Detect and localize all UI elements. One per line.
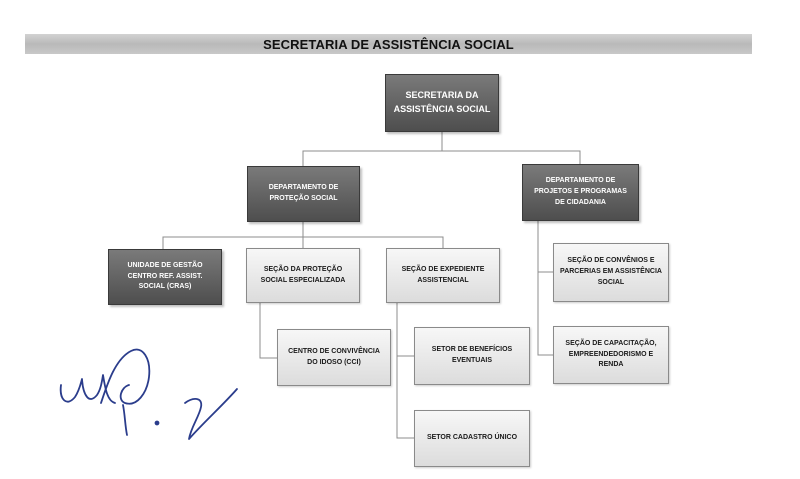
org-node-label: SEÇÃO DA PROTEÇÃO SOCIAL ESPECIALIZADA bbox=[260, 265, 346, 284]
page-title: SECRETARIA DE ASSISTÊNCIA SOCIAL bbox=[263, 36, 514, 52]
org-node-dept-projetos: DEPARTAMENTO DE PROJETOS E PROGRAMAS DE … bbox=[522, 164, 639, 221]
org-node-label: SETOR DE BENEFÍCIOS EVENTUAIS bbox=[431, 346, 513, 364]
org-node-label: SETOR CADASTRO ÚNICO bbox=[426, 434, 518, 442]
org-node-capacitacao-renda: SEÇÃO DE CAPACITAÇÃO, EMPREENDEDORISMO E… bbox=[553, 326, 669, 384]
org-node-label: DEPARTAMENTO DE PROJETOS E PROGRAMAS DE … bbox=[534, 177, 627, 206]
org-node-label: SEÇÃO DE CAPACITAÇÃO, EMPREENDEDORISMO E… bbox=[565, 339, 657, 369]
org-node-beneficios-eventuais: SETOR DE BENEFÍCIOS EVENTUAIS bbox=[414, 327, 530, 385]
org-node-cras: UNIDADE DE GESTÃO CENTRO REF. ASSIST. SO… bbox=[108, 249, 222, 305]
org-node-protecao-especializada: SEÇÃO DA PROTEÇÃO SOCIAL ESPECIALIZADA bbox=[246, 248, 360, 303]
org-node-dept-protecao: DEPARTAMENTO DE PROTEÇÃO SOCIAL bbox=[247, 166, 360, 222]
signature-icon bbox=[59, 348, 238, 440]
org-node-cadastro-unico: SETOR CADASTRO ÚNICO bbox=[414, 410, 530, 467]
org-node-label: SEÇÃO DE EXPEDIENTE ASSISTENCIAL bbox=[401, 265, 485, 284]
org-node-label: SEÇÃO DE CONVÊNIOS E PARCERIAS EM ASSIST… bbox=[560, 257, 662, 286]
org-node-cci: CENTRO DE CONVIVÊNCIA DO IDOSO (CCI) bbox=[277, 329, 391, 386]
header-title-bar: SECRETARIA DE ASSISTÊNCIA SOCIAL bbox=[25, 34, 752, 54]
org-node-label: DEPARTAMENTO DE PROTEÇÃO SOCIAL bbox=[268, 184, 339, 202]
org-node-label: CENTRO DE CONVIVÊNCIA DO IDOSO (CCI) bbox=[288, 347, 380, 366]
org-node-expediente-assistencial: SEÇÃO DE EXPEDIENTE ASSISTENCIAL bbox=[386, 248, 500, 303]
org-node-convenios-parcerias: SEÇÃO DE CONVÊNIOS E PARCERIAS EM ASSIST… bbox=[553, 243, 669, 302]
org-node-root: SECRETARIA DA ASSISTÊNCIA SOCIAL bbox=[385, 74, 499, 132]
org-node-label: SECRETARIA DA ASSISTÊNCIA SOCIAL bbox=[393, 90, 491, 114]
org-node-label: UNIDADE DE GESTÃO CENTRO REF. ASSIST. SO… bbox=[127, 261, 203, 291]
